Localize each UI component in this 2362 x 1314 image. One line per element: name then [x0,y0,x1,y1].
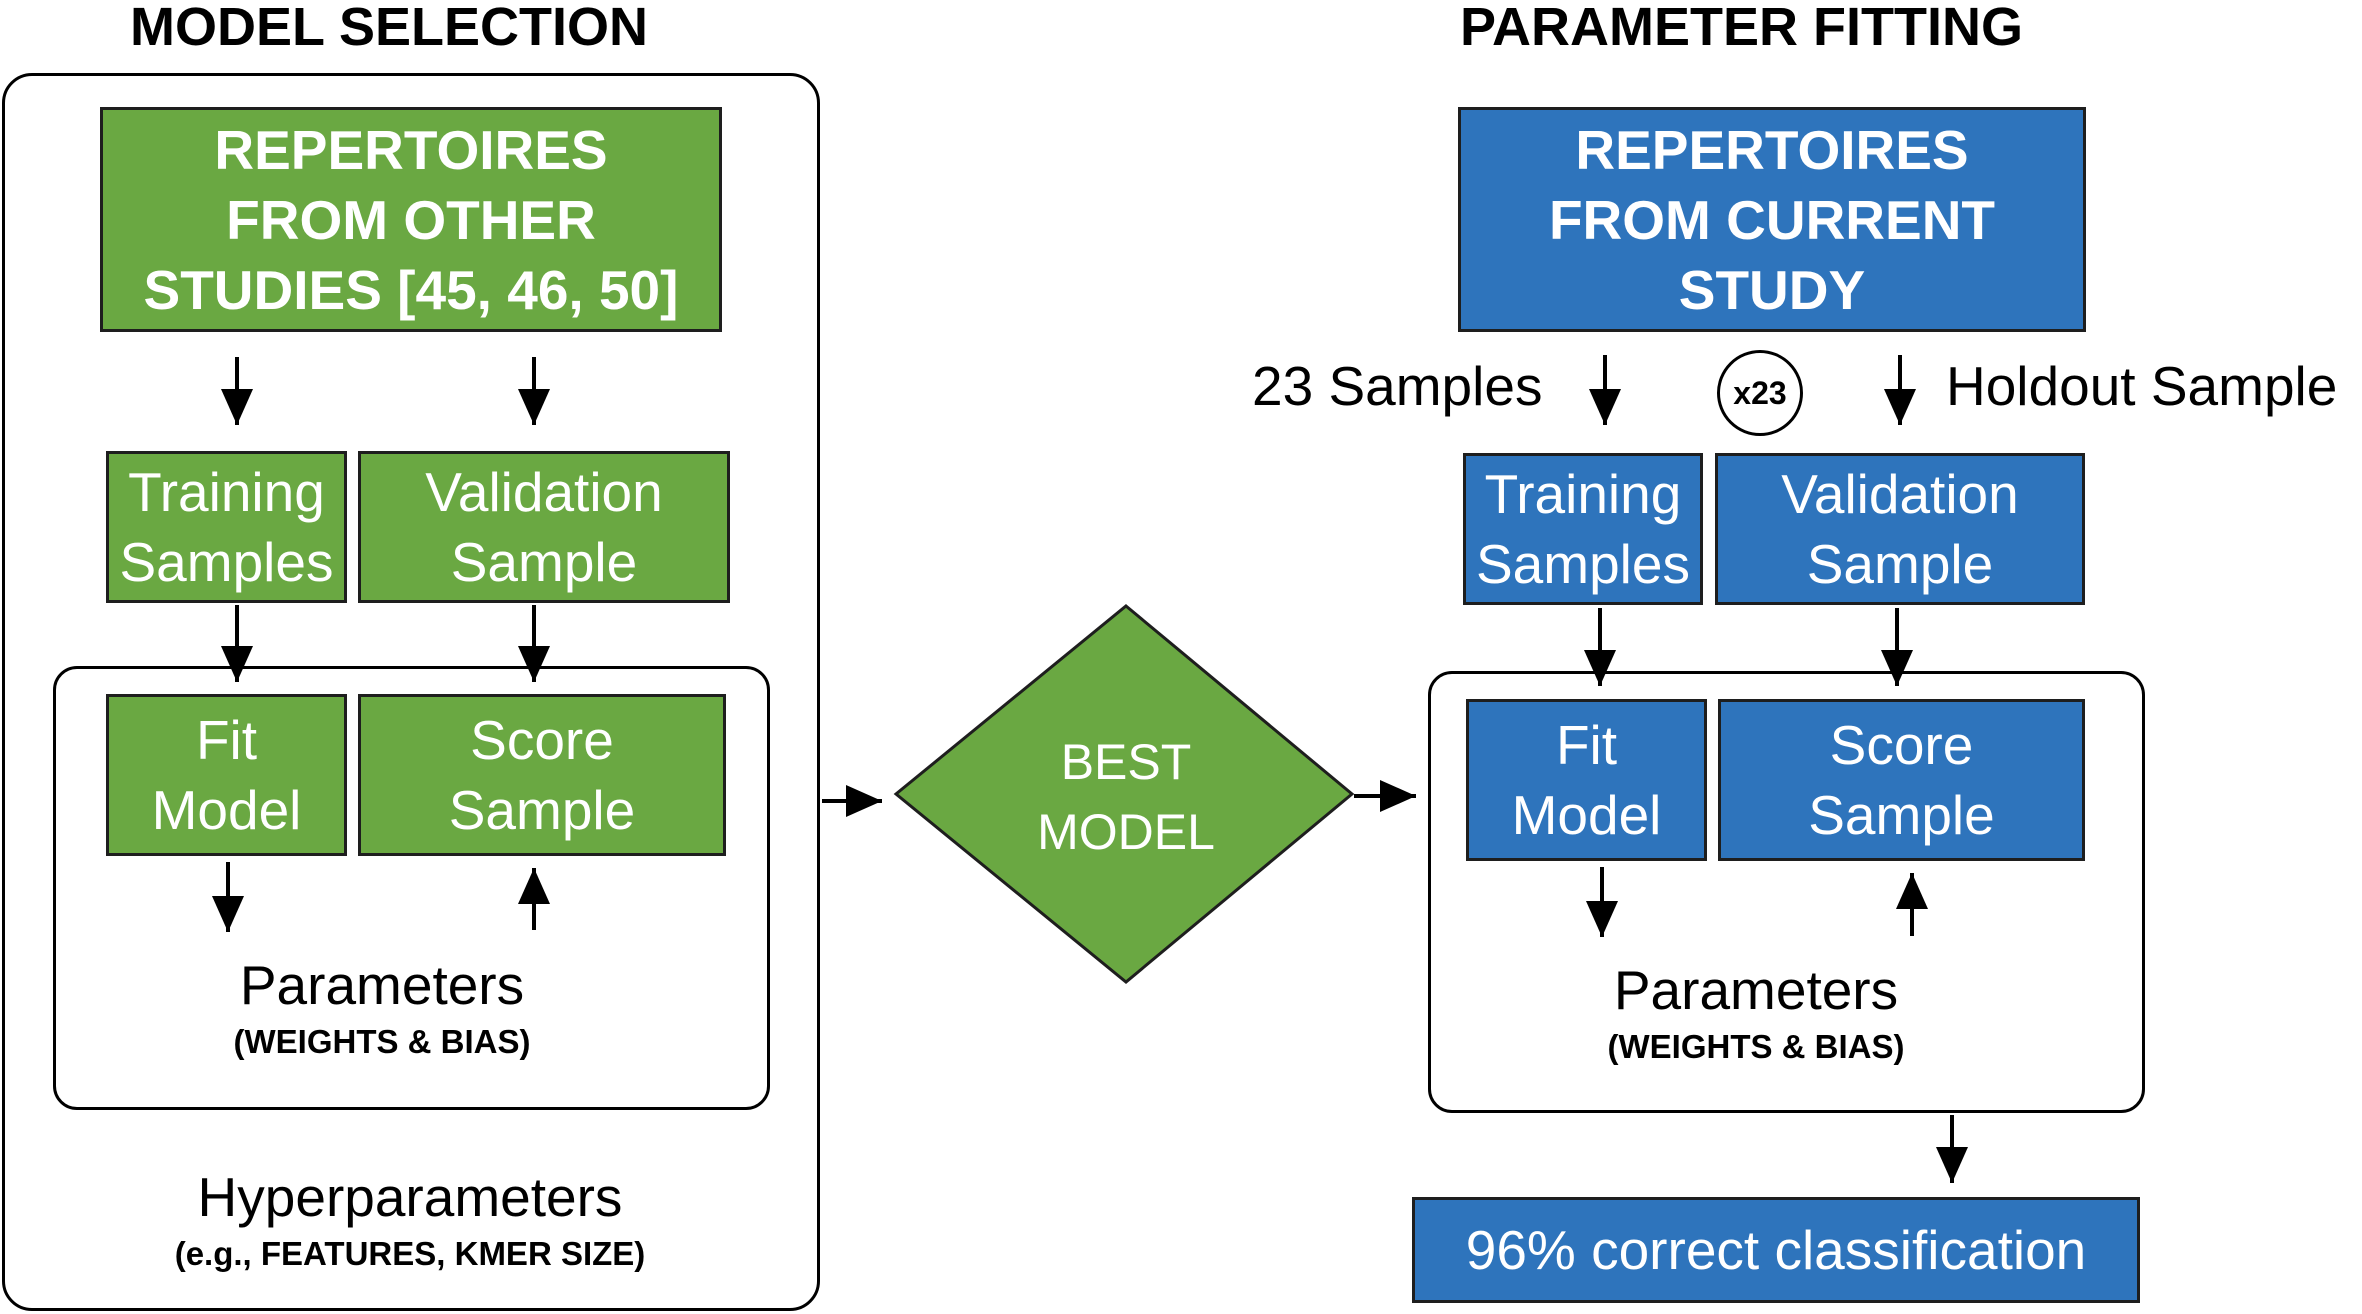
fitting-training-samples-box: Training Samples [1463,453,1703,605]
parameter-fitting-title: PARAMETER FITTING [1460,0,2023,57]
fitting-validation-sample-box: Validation Sample [1715,453,2085,605]
training-samples-box: Training Samples [106,451,347,603]
best-model-diamond [893,604,1355,984]
hyperparameters-note: (e.g., FEATURES, KMER SIZE) [174,1235,646,1272]
score-sample-box: Score Sample [358,694,726,856]
fitting-fit-model-box: Fit Model [1466,699,1707,861]
validation-sample-box: Validation Sample [358,451,730,603]
current-repertoires-box: REPERTOIRES FROM CURRENT STUDY [1458,107,2086,332]
fitting-score-sample-box: Score Sample [1718,699,2085,861]
fitting-parameters-label: Parameters [1613,959,1899,1021]
best-model-label: BEST MODEL [1037,734,1215,860]
fitting-parameters-note: (WEIGHTS & BIAS) [1607,1028,1905,1065]
holdout-sample-label: Holdout Sample [1946,355,2338,417]
repeat-badge: x23 [1717,350,1803,436]
model-selection-title: MODEL SELECTION [130,0,649,57]
fit-model-box: Fit Model [106,694,347,856]
parameters-label: Parameters [239,954,525,1016]
samples-count-label: 23 Samples [1252,355,1543,417]
parameters-note: (WEIGHTS & BIAS) [233,1023,531,1060]
source-repertoires-box: REPERTOIRES FROM OTHER STUDIES [45, 46, … [100,107,722,332]
hyperparameters-label: Hyperparameters [197,1166,623,1228]
classification-result-box: 96% correct classification [1412,1197,2140,1303]
